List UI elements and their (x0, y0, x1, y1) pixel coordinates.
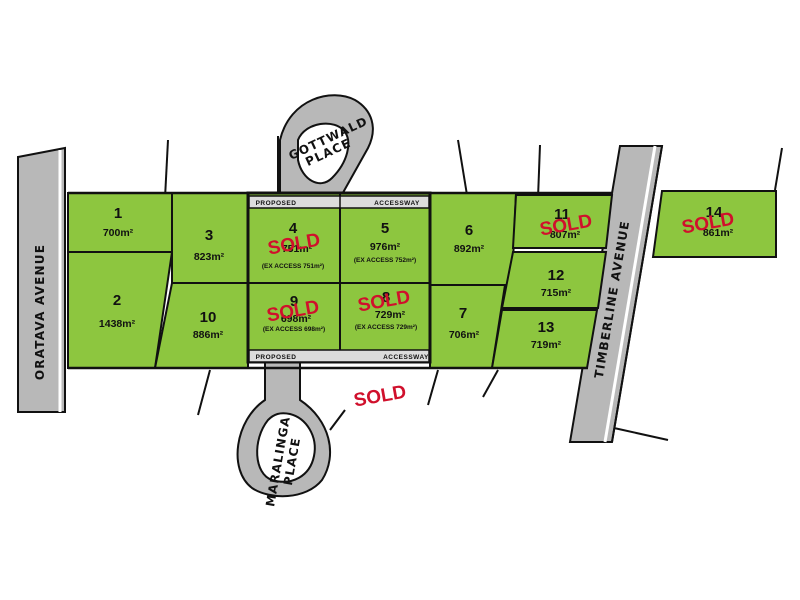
lot-6-number: 6 (465, 222, 473, 239)
lot-13-area: 719m² (531, 339, 562, 351)
lot-8-number: 8 (382, 289, 390, 306)
lot-11-area: 807m² (550, 229, 581, 241)
lot-8-sub: (EX ACCESS 729m²) (355, 324, 417, 331)
lot-4-area: 751m² (282, 243, 313, 255)
sold-stamp-bottom: SOLD (352, 382, 408, 412)
lot-2-area: 1438m² (99, 318, 136, 330)
proposed-accessway-bottom: PROPOSED ACCESSWAY (248, 349, 430, 363)
lot-5-sub: (EX ACCESS 752m²) (354, 257, 416, 264)
accessway-top-label-right: ACCESSWAY (374, 200, 420, 207)
lot-labels: 1 700m² 2 1438m² 3 823m² 4 751m² (EX ACC… (99, 204, 734, 351)
lot-14[interactable] (651, 190, 777, 258)
lot-11-number: 11 (554, 206, 570, 223)
lot-14-number: 14 (706, 204, 723, 221)
lot-2-number: 2 (113, 292, 121, 309)
lot-9-area: 698m² (281, 313, 312, 325)
lot-5-area: 976m² (370, 241, 401, 253)
boundary-lines (164, 139, 783, 441)
lot-2[interactable] (67, 251, 174, 369)
lot-8-area: 729m² (375, 309, 406, 321)
lot-14-area: 861m² (703, 227, 734, 239)
lot-7-area: 706m² (449, 329, 480, 341)
lot-5-number: 5 (381, 220, 389, 237)
lots-layer (67, 190, 777, 370)
lot-4-sub: (EX ACCESS 751m²) (262, 263, 324, 270)
lot-4-number: 4 (289, 220, 298, 237)
lot-1[interactable] (67, 192, 173, 253)
lot-9-number: 9 (290, 293, 298, 310)
lot-9-sub: (EX ACCESS 698m²) (263, 326, 325, 333)
proposed-accessway-top: PROPOSED ACCESSWAY (248, 195, 430, 209)
lot-12[interactable] (500, 251, 608, 309)
accessway-bottom-label-right: ACCESSWAY (383, 354, 429, 361)
oratava-avenue-label: ORATAVA AVENUE (33, 244, 47, 380)
lot-12-area: 715m² (541, 287, 572, 299)
accessway-bottom-label-left: PROPOSED (256, 354, 297, 361)
oratava-avenue-road: ORATAVA AVENUE (17, 146, 66, 413)
lot-6[interactable] (429, 192, 518, 286)
maralinga-place-road: MARALINGA PLACE (236, 361, 332, 508)
gottwald-place-road: GOTTWALD PLACE (277, 94, 374, 200)
lot-1-area: 700m² (103, 227, 134, 239)
lot-3-number: 3 (205, 227, 213, 244)
lot-12-number: 12 (548, 267, 565, 284)
lot-10-number: 10 (200, 309, 217, 326)
lot-7-number: 7 (459, 305, 467, 322)
lot-11[interactable] (511, 194, 614, 249)
lot-1-number: 1 (114, 205, 122, 222)
lot-13-number: 13 (538, 319, 555, 336)
lot-6-area: 892m² (454, 243, 485, 255)
lot-10-area: 886m² (193, 329, 224, 341)
accessway-top-label-left: PROPOSED (256, 200, 297, 207)
lot-3-area: 823m² (194, 251, 225, 263)
